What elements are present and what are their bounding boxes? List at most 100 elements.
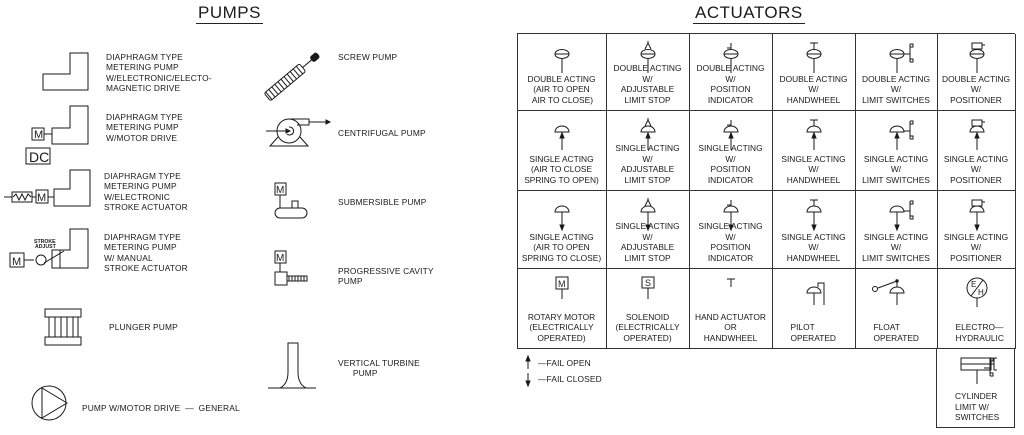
plunger-pump-icon [44,308,82,346]
actuator-label: SINGLE ACTING W/ POSITION INDICATOR [698,143,763,185]
single-acting-handwheel-up-icon [806,119,822,150]
actuator-label: DOUBLE ACTING W/ LIMIT SWITCHES [862,73,930,105]
pump-label-plunger: PLUNGER PUMP [109,322,178,332]
actuator-label: SINGLE ACTING W/ POSITIONER [943,231,1009,263]
actuator-label: DOUBLE ACTING W/ HANDWHEEL [779,73,848,105]
legend-fail-closed: —FAIL CLOSED [538,374,602,384]
solenoid-icon: S [641,276,655,299]
general-pump-icon [31,385,68,421]
single-acting-position-indicator-up-icon [723,119,739,150]
actuator-label: ROTARY MOTOR (ELECTRICALLY OPERATED) [527,311,596,343]
double-acting-positioner-icon [969,42,985,73]
actuator-cell-single-acting-up: SINGLE ACTING (AIR TO CLOSE SPRING TO OP… [517,110,607,191]
actuator-cell-double-acting: DOUBLE ACTING (AIR TO OPEN AIR TO CLOSE) [517,33,607,111]
actuator-label: FLOAT OPERATED [873,322,919,343]
actuator-cell-cylinder-limit-switches: CYLINDER LIMIT W/ SWITCHES [936,348,1015,428]
pump-label-general: PUMP W/MOTOR DRIVE — GENERAL [82,403,240,413]
pump-label-centrifugal: CENTRIFUGAL PUMP [338,128,426,138]
pump-label-submersible: SUBMERSIBLE PUMP [338,197,427,207]
pump-label-diaphragm-electronic-stroke: DIAPHRAGM TYPE METERING PUMP W/ELECTRONI… [104,171,188,213]
pump-label-diaphragm-electronic: DIAPHRAGM TYPE METERING PUMP W/ELECTRONI… [106,52,212,94]
actuator-cell-single-acting-handwheel-up: SINGLE ACTING W/ HANDWHEEL [772,110,856,191]
single-acting-limit-stop-down-icon [640,197,656,231]
actuator-cell-single-acting-limit-switches-down: SINGLE ACTING W/ LIMIT SWITCHES [855,190,938,269]
fail-open-arrow-icon [525,354,531,369]
actuator-label: SINGLE ACTING W/ ADJUSTABLE LIMIT STOP [615,143,680,185]
svg-text:M: M [276,185,284,196]
svg-text:M: M [276,253,284,264]
actuator-label: HAND ACTUATOR OR HANDWHEEL [695,311,766,343]
actuator-label: SINGLE ACTING (AIR TO CLOSE SPRING TO OP… [524,153,599,185]
svg-text:M: M [37,192,46,204]
actuator-label: DOUBLE ACTING W/ POSITIONER [942,73,1010,105]
svg-text:H: H [978,288,984,297]
cylinder-limit-switches-icon [960,357,997,384]
double-acting-handwheel-icon [806,42,822,73]
legend-fail-open: —FAIL OPEN [538,358,591,368]
motor-symbol-text: M [34,129,43,141]
float-icon [871,278,905,305]
actuator-cell-single-acting-down: SINGLE ACTING (AIR TO OPEN SPRING TO CLO… [517,190,607,269]
actuator-label: SOLENOID (ELECTRICALLY OPERATED) [615,311,680,343]
electro-hydraulic-icon: EH [966,277,987,307]
actuator-cell-single-acting-limit-stop-down: SINGLE ACTING W/ ADJUSTABLE LIMIT STOP [606,190,690,269]
submersible-pump-icon: M [274,182,308,219]
actuators-title: ACTUATORS [693,3,805,24]
double-acting-limit-switches-icon [889,43,913,73]
actuator-cell-double-acting-limit-switches: DOUBLE ACTING W/ LIMIT SWITCHES [855,33,938,111]
pump-label-screw: SCREW PUMP [338,52,398,62]
actuator-label: SINGLE ACTING (AIR TO OPEN SPRING TO CLO… [521,231,602,263]
progressive-cavity-pump-icon: M [274,250,308,286]
actuator-cell-double-acting-position-indicator: DOUBLE ACTING W/ POSITION INDICATOR [689,33,773,111]
actuator-label: ELECTRO— HYDRAULIC [955,322,1004,343]
actuator-label: DOUBLE ACTING W/ ADJUSTABLE LIMIT STOP [613,63,682,105]
actuator-cell-double-acting-limit-stop: DOUBLE ACTING W/ ADJUSTABLE LIMIT STOP [606,33,690,111]
pump-label-progressive-cavity: PROGRESSIVE CAVITY PUMP [338,266,434,287]
actuator-label: SINGLE ACTING W/ POSITIONER [943,153,1009,185]
pump-label-diaphragm-motor: DIAPHRAGM TYPE METERING PUMP W/MOTOR DRI… [106,112,183,143]
screw-pump-icon [264,52,320,101]
actuator-label: SINGLE ACTING W/ POSITION INDICATOR [698,221,763,263]
single-acting-position-indicator-down-icon [723,199,739,231]
actuator-cell-double-acting-handwheel: DOUBLE ACTING W/ HANDWHEEL [772,33,856,111]
actuator-cell-float: FLOAT OPERATED [855,268,938,349]
actuator-cell-single-acting-position-indicator-down: SINGLE ACTING W/ POSITION INDICATOR [689,190,773,269]
actuator-label: PILOT OPERATED [790,322,836,343]
svg-text:ADJUST: ADJUST [35,244,57,250]
actuator-cell-solenoid: S SOLENOID (ELECTRICALLY OPERATED) [606,268,690,349]
double-acting-icon [554,48,570,73]
actuator-label: DOUBLE ACTING (AIR TO OPEN AIR TO CLOSE) [527,73,596,105]
actuator-cell-single-acting-position-indicator-up: SINGLE ACTING W/ POSITION INDICATOR [689,110,773,191]
pilot-icon [806,282,825,305]
vertical-turbine-pump-icon [268,342,316,389]
svg-text:STROKE: STROKE [34,239,56,245]
single-acting-limit-switches-down-icon [888,200,913,231]
svg-text:S: S [645,278,651,288]
actuator-label: SINGLE ACTING W/ HANDWHEEL [781,153,846,185]
single-acting-limit-switches-up-icon [888,120,913,150]
actuator-label: DOUBLE ACTING W/ POSITION INDICATOR [696,63,765,105]
actuator-cell-single-acting-positioner-up: SINGLE ACTING W/ POSITIONER [937,110,1016,191]
single-acting-down-icon [554,205,570,231]
actuator-label: SINGLE ACTING W/ LIMIT SWITCHES [862,153,930,185]
single-acting-handwheel-down-icon [806,199,822,231]
actuator-label: CYLINDER LIMIT W/ SWITCHES [955,391,1000,423]
double-acting-limit-stop-icon [640,40,656,73]
actuator-label: SINGLE ACTING W/ LIMIT SWITCHES [862,231,930,263]
actuator-cell-single-acting-positioner-down: SINGLE ACTING W/ POSITIONER [937,190,1016,269]
svg-text:M: M [12,256,21,268]
diaphragm-pump-motor-icon: M DC [25,105,89,165]
actuator-cell-rotary-motor: M ROTARY MOTOR (ELECTRICALLY OPERATED) [517,268,607,349]
actuator-cell-single-acting-limit-switches-up: SINGLE ACTING W/ LIMIT SWITCHES [855,110,938,191]
actuator-cell-double-acting-positioner: DOUBLE ACTING W/ POSITIONER [937,33,1016,111]
svg-text:E: E [971,280,976,289]
diaphragm-pump-electronic-icon [42,52,89,91]
svg-text:M: M [558,279,566,289]
single-acting-limit-stop-up-icon [640,117,656,150]
single-acting-positioner-down-icon [968,199,985,231]
single-acting-up-icon [554,125,570,150]
centrifugal-pump-icon [266,118,332,147]
pump-label-diaphragm-manual-stroke: DIAPHRAGM TYPE METERING PUMP W/ MANUAL S… [104,232,188,274]
hand-actuator-icon [727,278,735,287]
